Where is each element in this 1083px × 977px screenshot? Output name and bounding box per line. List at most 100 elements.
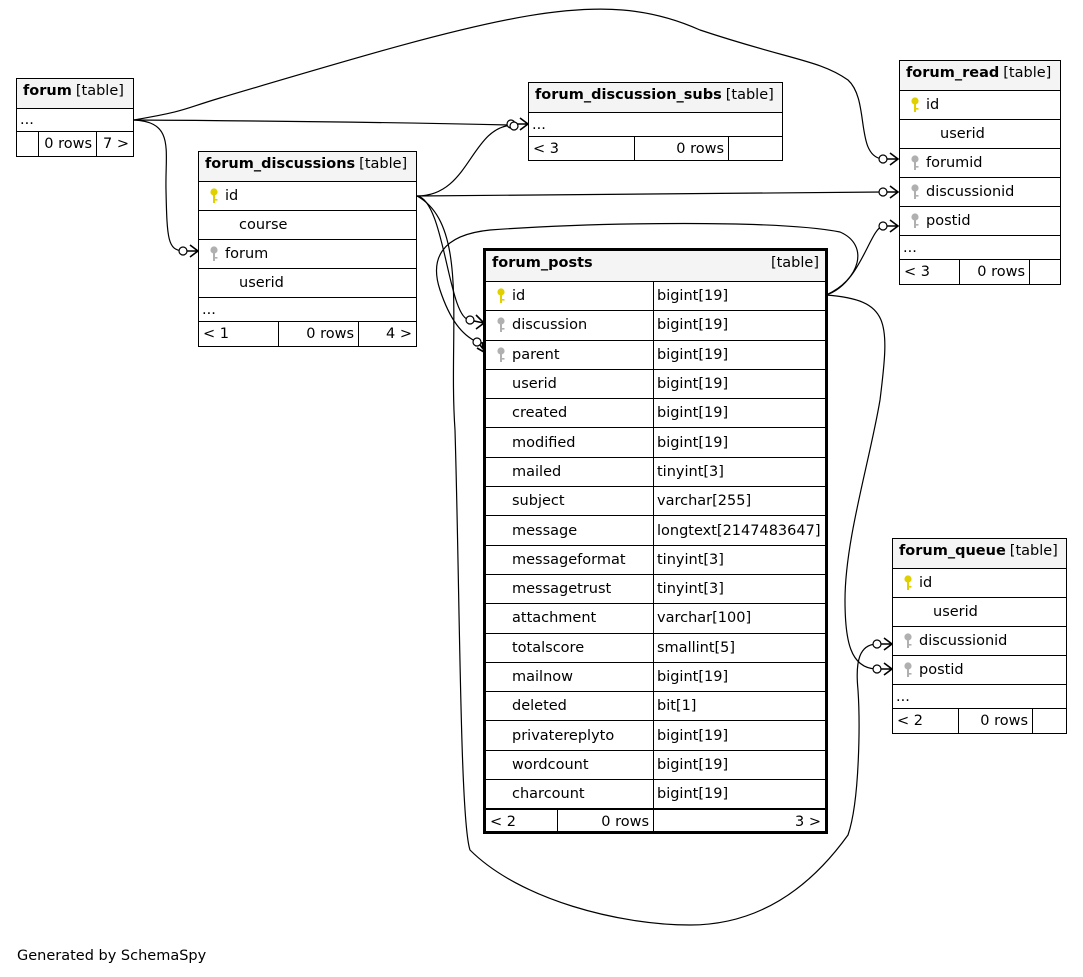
more-columns: ... (893, 685, 1066, 709)
children-link[interactable]: 7 > (103, 136, 129, 152)
table-name: forum (23, 83, 72, 99)
row-count: 0 rows (39, 132, 97, 156)
table-forum-read[interactable]: forum_read[table] id userid forumid disc… (899, 60, 1061, 285)
table-forum-discussion-subs[interactable]: forum_discussion_subs[table] ... < 3 0 r… (528, 82, 783, 161)
table-kind: [table] (359, 156, 408, 172)
column-type: tinyint[3] (657, 581, 724, 598)
parents-link[interactable]: < 3 (529, 137, 635, 160)
column-row[interactable]: forumid (900, 149, 1060, 178)
table-header[interactable]: forum_queue[table] (893, 539, 1066, 569)
foreign-key-icon (497, 347, 505, 362)
edge-forum-to-discussions (133, 119, 184, 252)
column-row[interactable]: postid (893, 656, 1066, 685)
crow-foot-posts-discussion (465, 314, 486, 330)
column-row[interactable]: id (900, 91, 1060, 120)
column-type: varchar[255] (657, 493, 752, 510)
column-name: deleted (512, 698, 567, 715)
foreign-key-icon (210, 246, 218, 261)
column-name: postid (919, 662, 964, 678)
table-name: forum_queue (899, 543, 1006, 559)
column-name: discussionid (919, 633, 1008, 649)
column-name: discussionid (926, 184, 1015, 200)
column-type: bigint[19] (657, 786, 729, 803)
column-type: bigint[19] (657, 376, 729, 393)
parents-link[interactable] (17, 132, 39, 156)
column-type: bigint[19] (657, 756, 729, 773)
table-footer: < 3 0 rows (529, 137, 782, 160)
table-kind: [table] (1003, 65, 1052, 81)
foreign-key-icon (911, 213, 919, 228)
table-name: forum_discussion_subs (535, 87, 722, 103)
edge-discussions-to-read (416, 191, 884, 197)
table-header[interactable]: forum_discussions[table] (199, 152, 416, 182)
column-row[interactable]: discussionid (900, 178, 1060, 207)
table-header[interactable]: forum[table] (17, 79, 133, 109)
parents-link[interactable]: < 2 (893, 709, 959, 733)
table-header[interactable]: forum_read[table] (900, 61, 1060, 91)
more-columns: ... (17, 109, 133, 132)
column-row[interactable]: discussionid (893, 627, 1066, 656)
children-link[interactable] (729, 137, 782, 160)
table-header[interactable]: forum_discussion_subs[table] (529, 83, 782, 113)
parents-link[interactable]: < 2 (486, 810, 558, 834)
column-type: bigint[19] (657, 405, 729, 422)
column-row[interactable]: id (893, 569, 1066, 598)
primary-key-icon (497, 288, 505, 304)
edge-discussions-to-subs (416, 124, 513, 197)
column-row[interactable]: userid (900, 120, 1060, 149)
column-name: course (239, 217, 288, 233)
column-name: discussion (512, 317, 588, 334)
table-footer: < 2 0 rows 3 > (486, 809, 825, 834)
children-link[interactable]: 4 > (386, 326, 412, 342)
foreign-key-icon (497, 317, 505, 333)
crow-foot-queue-discussionid (872, 637, 894, 651)
parents-link[interactable]: < 1 (199, 322, 279, 346)
column-row[interactable]: userid (893, 598, 1066, 627)
column-name: id (919, 575, 933, 591)
table-forum-queue[interactable]: forum_queue[table] id userid discussioni… (892, 538, 1067, 734)
crow-foot-discussion-subs-2 (509, 121, 519, 131)
table-kind: [table] (725, 87, 774, 103)
table-header[interactable]: forum_posts[table] (486, 251, 825, 282)
column-row[interactable]: userid (199, 269, 416, 298)
column-type: smallint[5] (657, 639, 736, 656)
column-name: id (512, 288, 526, 305)
more-columns: ... (199, 298, 416, 322)
foreign-key-icon (911, 184, 919, 199)
column-row[interactable]: postid (900, 207, 1060, 236)
children-link[interactable]: 3 > (795, 813, 821, 830)
parents-link[interactable]: < 3 (900, 260, 960, 284)
column-name: userid (933, 604, 978, 620)
foreign-key-icon (904, 662, 912, 677)
more-columns: ... (900, 236, 1060, 260)
column-row[interactable]: course (199, 211, 416, 240)
edge-discussions-to-posts (416, 195, 471, 321)
column-name: userid (940, 126, 985, 142)
children-link[interactable] (1033, 709, 1066, 733)
table-forum-discussions[interactable]: forum_discussions[table] id course forum… (198, 151, 417, 347)
children-link[interactable] (1030, 260, 1060, 284)
column-row[interactable]: forum (199, 240, 416, 269)
table-forum[interactable]: forum[table] ... 0 rows 7 > (16, 78, 134, 157)
column-row[interactable]: id (199, 182, 416, 211)
